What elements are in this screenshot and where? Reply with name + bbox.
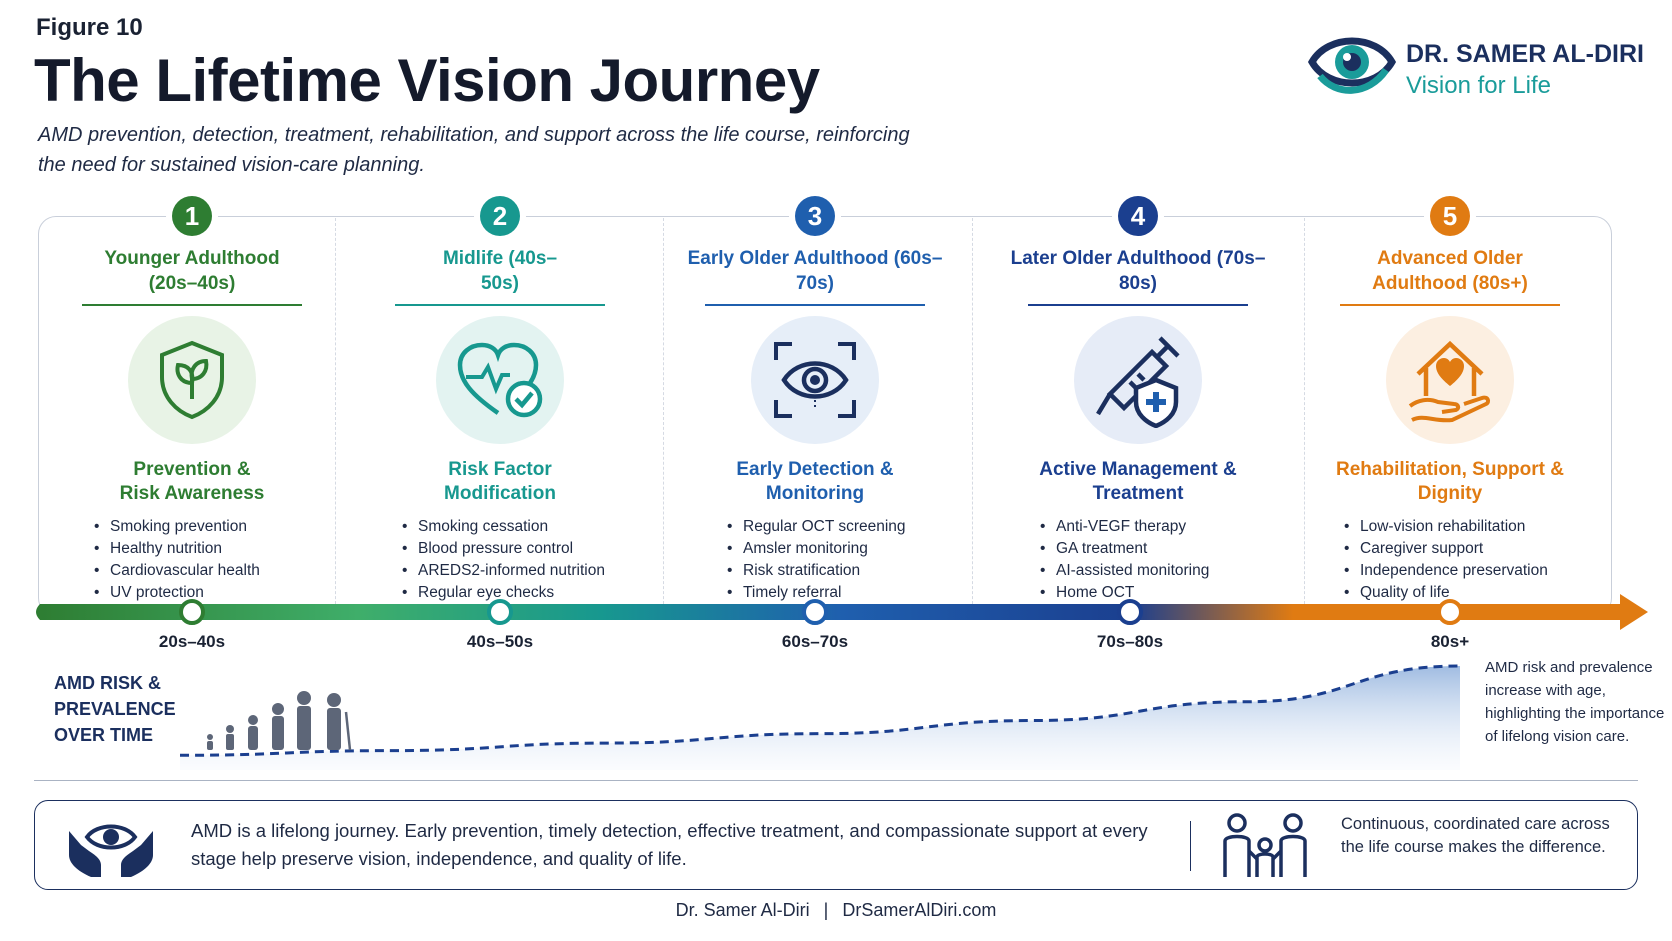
key-message-panel: AMD is a lifelong journey. Early prevent…: [34, 800, 1638, 890]
age-label: 70s–80s: [1096, 632, 1164, 651]
stage-later-older-adulthood: 4 Later Older Adulthood (70s–80s) Active…: [998, 196, 1278, 604]
panel-separator: [1190, 821, 1191, 871]
stage-title: Advanced Older Adulthood (80s+): [1372, 248, 1528, 294]
stage-focus: Risk Factor Modification: [444, 459, 556, 504]
list-item: Quality of life: [1342, 582, 1590, 604]
stage-rule: [82, 304, 302, 306]
timeline-node: [179, 599, 205, 625]
risk-label: AMD RISK & PREVALENCE OVER TIME: [54, 673, 176, 745]
footer-separator: |: [823, 900, 829, 920]
stage-focus: Prevention & Risk Awareness: [119, 459, 265, 504]
risk-line: [179, 664, 1461, 757]
page-subtitle: AMD prevention, detection, treatment, re…: [38, 124, 910, 176]
footer-author: Dr. Samer Al-Diri: [675, 900, 810, 920]
stage-bullet-list: Low-vision rehabilitation Caregiver supp…: [1342, 516, 1590, 604]
age-label: 40s–50s: [466, 632, 534, 651]
eye-logo-icon: [1307, 37, 1397, 94]
list-item: Smoking prevention: [92, 516, 332, 538]
stage-rule: [1028, 304, 1248, 306]
stage-midlife: 2 Midlife (40s–50s) Risk Factor Modifica…: [360, 196, 640, 604]
page-title: The Lifetime Vision Journey: [34, 47, 820, 114]
timeline-node: [802, 599, 828, 625]
stage-bullet-list: Smoking cessation Blood pressure control…: [400, 516, 640, 604]
brand-block: DR. SAMER AL-DIRI Vision for Life: [1306, 26, 1656, 106]
list-item: Timely referral: [725, 582, 955, 604]
list-item: Regular OCT screening: [725, 516, 955, 538]
stage-divider: [972, 218, 973, 614]
risk-note: AMD risk and prevalence increase with ag…: [1485, 659, 1665, 745]
list-item: AI-assisted monitoring: [1038, 560, 1278, 582]
list-item: AREDS2-informed nutrition: [400, 560, 640, 582]
care-note: Continuous, coordinated care across the …: [1341, 815, 1610, 856]
stage-number-badge: 1: [172, 196, 212, 236]
list-item: Home OCT: [1038, 582, 1278, 604]
risk-curve-chart: [179, 664, 1461, 770]
stage-number-badge: 5: [1430, 196, 1470, 236]
heart-check-icon: [436, 316, 564, 444]
stage-number-badge: 2: [480, 196, 520, 236]
stage-early-older-adulthood: 3 Early Older Adulthood (60s–70s) Early …: [675, 196, 955, 604]
stage-bullet-list: Anti-VEGF therapy GA treatment AI-assist…: [1038, 516, 1278, 604]
brand-tagline: Vision for Life: [1406, 72, 1551, 99]
age-label: 20s–40s: [158, 632, 226, 651]
stage-divider: [663, 218, 664, 614]
stage-advanced-older-adulthood: 5 Advanced Older Adulthood (80s+) Rehabi…: [1310, 196, 1590, 604]
stage-title: Midlife (40s–50s): [442, 248, 558, 294]
stage-focus: Early Detection & Monitoring: [736, 459, 894, 504]
stage-rule: [395, 304, 605, 306]
stage-title: Later Older Adulthood (70s–80s): [1010, 248, 1266, 294]
list-item: Cardiovascular health: [92, 560, 332, 582]
stage-focus: Rehabilitation, Support & Dignity: [1336, 459, 1564, 504]
eye-scan-icon: [751, 316, 879, 444]
list-item: Anti-VEGF therapy: [1038, 516, 1278, 538]
footer-website: DrSamerAlDiri.com: [842, 900, 997, 920]
stage-number-badge: 4: [1118, 196, 1158, 236]
list-item: Risk stratification: [725, 560, 955, 582]
stage-number-badge: 3: [795, 196, 835, 236]
stage-title: Younger Adulthood (20s–40s): [104, 248, 280, 294]
stage-younger-adulthood: 1 Younger Adulthood (20s–40s) Prevention…: [52, 196, 332, 604]
list-item: Amsler monitoring: [725, 538, 955, 560]
stage-rule: [705, 304, 925, 306]
people-ages-icon: [207, 691, 352, 751]
hands-eye-icon: [69, 824, 153, 877]
shield-leaf-icon: [128, 316, 256, 444]
key-message-text: AMD is a lifelong journey. Early prevent…: [191, 820, 1148, 869]
risk-area: [180, 666, 1460, 770]
family-icon: [1223, 813, 1307, 877]
stage-bullet-list: Smoking prevention Healthy nutrition Car…: [92, 516, 332, 604]
section-divider: [34, 780, 1638, 781]
timeline-node: [1437, 599, 1463, 625]
figure-label: Figure 10: [36, 14, 143, 41]
syringe-shield-icon: [1074, 316, 1202, 444]
stage-bullet-list: Regular OCT screening Amsler monitoring …: [725, 516, 955, 604]
list-item: Blood pressure control: [400, 538, 640, 560]
list-item: Independence preservation: [1342, 560, 1590, 582]
timeline-node: [487, 599, 513, 625]
list-item: Low-vision rehabilitation: [1342, 516, 1590, 538]
list-item: GA treatment: [1038, 538, 1278, 560]
list-item: Caregiver support: [1342, 538, 1590, 560]
house-heart-hand-icon: [1386, 316, 1514, 444]
timeline-node: [1117, 599, 1143, 625]
age-label: 60s–70s: [781, 632, 849, 651]
stage-focus: Active Management & Treatment: [1039, 459, 1237, 504]
stage-divider: [1304, 218, 1305, 614]
list-item: UV protection: [92, 582, 332, 604]
footer: Dr. Samer Al-Diri | DrSamerAlDiri.com: [0, 900, 1672, 921]
list-item: Regular eye checks: [400, 582, 640, 604]
stage-rule: [1340, 304, 1560, 306]
stage-title: Early Older Adulthood (60s–70s): [687, 248, 943, 294]
brand-name: DR. SAMER AL-DIRI: [1406, 40, 1644, 68]
stage-divider: [335, 218, 336, 614]
timeline-arrow: [36, 594, 1648, 630]
list-item: Healthy nutrition: [92, 538, 332, 560]
list-item: Smoking cessation: [400, 516, 640, 538]
age-label: 80s+: [1430, 632, 1470, 651]
